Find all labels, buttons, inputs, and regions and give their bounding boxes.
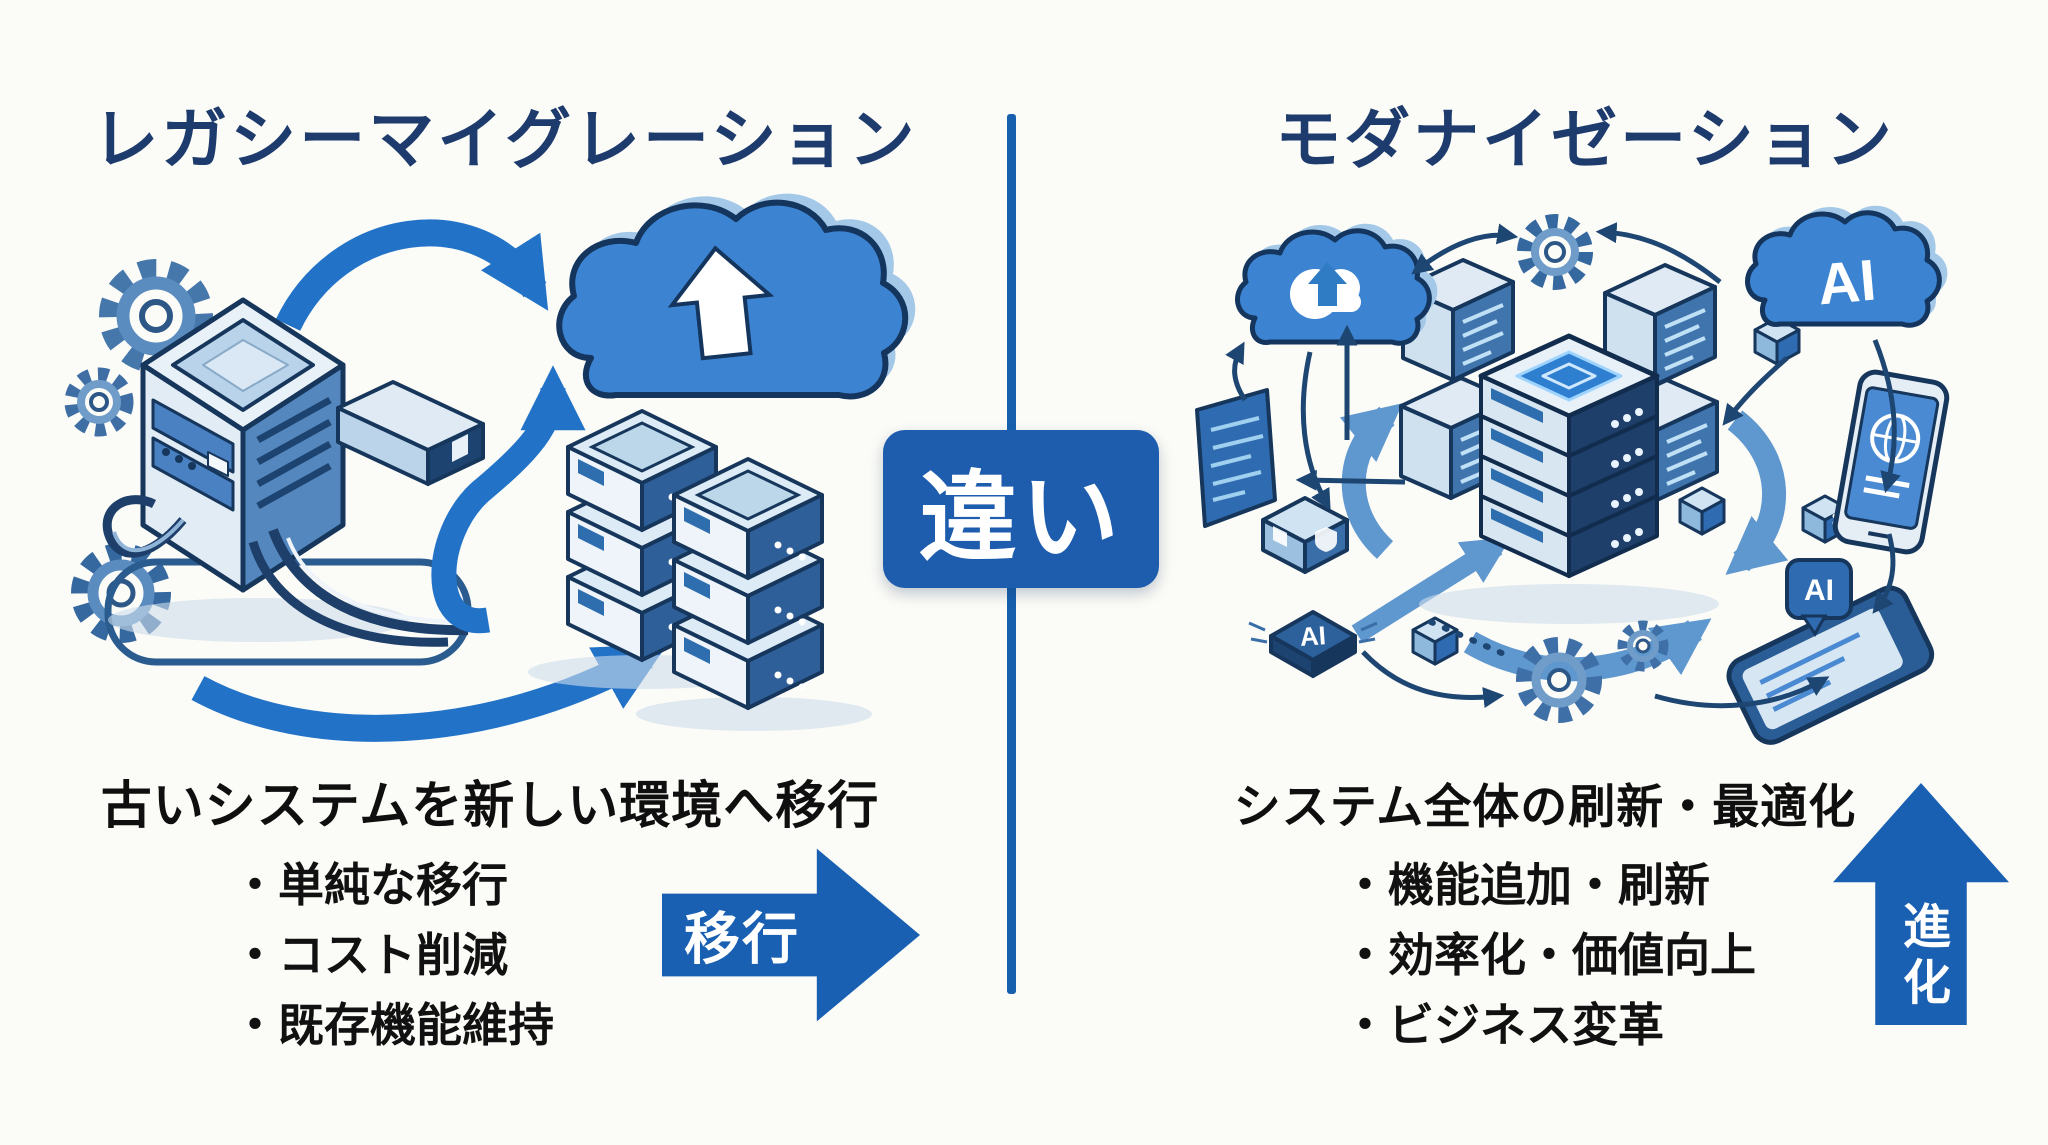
difference-badge: 違い: [883, 430, 1159, 588]
left-title: レガシーマイグレーション: [92, 102, 918, 176]
gear-icon: [1516, 637, 1602, 723]
gear-icon: [1517, 214, 1593, 290]
curved-arrow-icon: [275, 219, 549, 332]
cube-icon: [1411, 616, 1459, 666]
server-stack-icon: [528, 411, 872, 731]
ai-chip-icon: AI: [1248, 610, 1378, 678]
legacy-migration-illustration: [64, 193, 916, 742]
chip-ai-label: AI: [1299, 620, 1327, 652]
difference-badge-label: 違い: [918, 462, 1123, 572]
connection-arrow-icon: [1225, 222, 1901, 709]
right-subtitle: システム全体の刷新・最適化: [1233, 780, 1857, 833]
gear-icon: [64, 367, 134, 437]
bullet-item: ・効率化・価値向上: [1342, 929, 1756, 981]
cube-icon: [1678, 486, 1726, 536]
security-cube-icon: [1261, 496, 1349, 574]
evolution-arrow-label: 進化: [1895, 901, 1948, 1014]
migration-arrow: 移行: [662, 848, 920, 1022]
smartphone-ai-icon: AI: [1726, 558, 1935, 745]
right-title: モダナイゼーション: [1275, 102, 1895, 176]
cloud-ai-label: AI: [1815, 248, 1878, 318]
bullet-item: ・機能追加・刷新: [1342, 859, 1710, 911]
phone-ai-label: AI: [1804, 574, 1834, 607]
modern-server-icon: [1419, 333, 1719, 624]
migration-arrow-label: 移行: [683, 907, 800, 971]
bullet-item: ・ビジネス変革: [1342, 999, 1664, 1051]
left-subtitle: 古いシステムを新しい環境へ移行: [100, 777, 880, 834]
bullet-item: ・既存機能維持: [232, 999, 554, 1051]
left-bullet-list: ・単純な移行 ・コスト削減 ・既存機能維持: [232, 850, 554, 1060]
cloud-upload-icon: [556, 193, 916, 400]
curved-arrow-icon: [431, 365, 586, 634]
right-bullet-list: ・機能追加・刷新 ・効率化・価値向上 ・ビジネス変革: [1342, 850, 1756, 1060]
cloud-sync-icon: [1237, 223, 1438, 343]
curved-arrow-icon: [191, 644, 668, 742]
code-panel-icon: [1195, 388, 1277, 528]
cloud-ai-icon: AI: [1747, 205, 1948, 325]
modernization-illustration: AI AI: [1195, 205, 1950, 745]
legacy-server-icon: [102, 297, 485, 647]
gear-icon: [99, 259, 213, 373]
bullet-item: ・コスト削減: [232, 929, 508, 981]
gear-icon: [1617, 620, 1669, 672]
bullet-item: ・単純な移行: [232, 859, 508, 911]
